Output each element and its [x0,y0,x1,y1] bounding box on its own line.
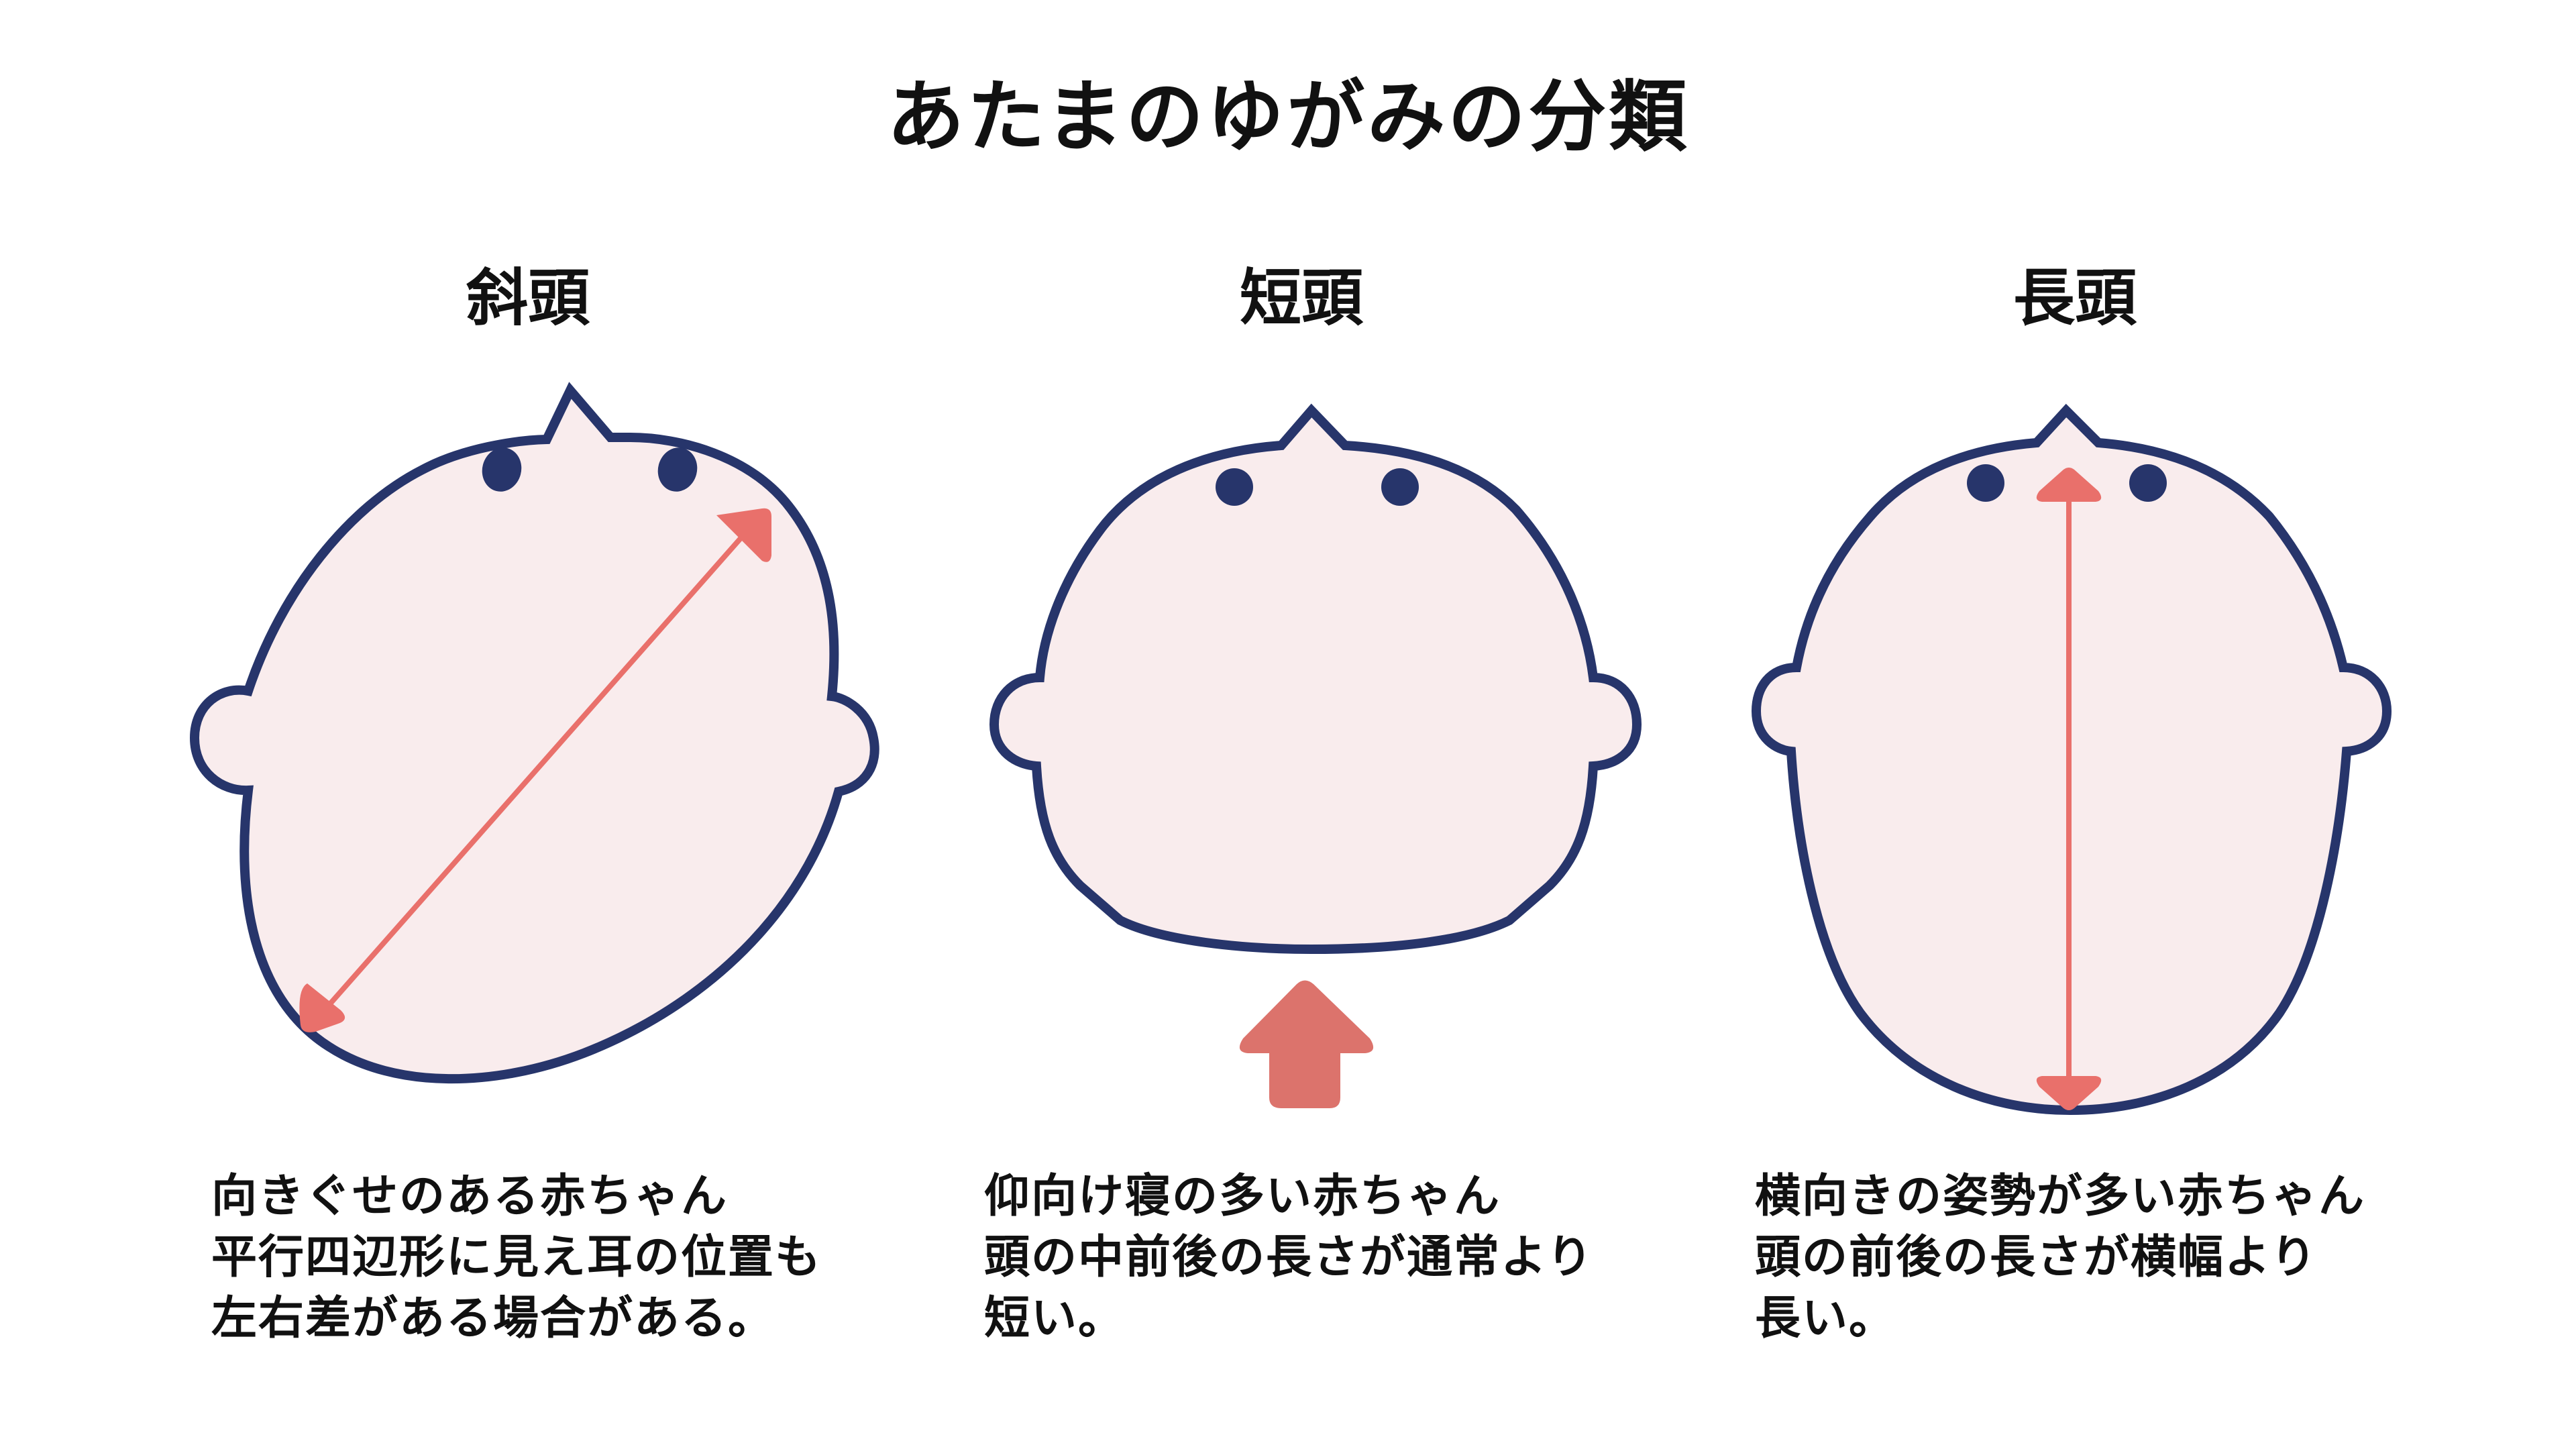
description-line: 短い。 [984,1292,1126,1345]
right-eye-icon [2129,464,2167,502]
up-arrow-icon [1239,980,1374,1108]
left-eye-icon [1216,468,1253,506]
brachycephaly-figure [986,396,1650,1114]
heading-dolichocephaly: 長頭 [2012,262,2137,334]
vertical-double-arrow-icon [2036,468,2102,1110]
left-eye-icon [482,447,522,492]
right-eye-icon [657,447,698,492]
description-line: 向きぐせのある赤ちゃん [211,1170,729,1223]
plagiocephaly-head-illustration [189,382,879,1084]
description-line: 平行四辺形に見え耳の位置も [211,1231,822,1284]
description-line: 仰向け寝の多い赤ちゃん [984,1170,1501,1223]
dolichocephaly-description: 横向きの姿勢が多い赤ちゃん 頭の前後の長さが横幅より 長い。 [1755,1166,2365,1349]
description-line: 頭の前後の長さが横幅より [1755,1231,2318,1284]
page-title: あたまのゆがみの分類 [886,72,1690,162]
right-eye-icon [1381,468,1419,506]
diagonal-double-arrow-icon [299,508,771,1032]
plagiocephaly-figure [181,376,879,1087]
brachycephaly-description: 仰向け寝の多い赤ちゃん 頭の中前後の長さが通常より 短い。 [984,1166,1594,1349]
dolichocephaly-figure [1750,396,2394,1140]
heading-plagiocephaly: 斜頭 [466,262,590,334]
description-line: 長い。 [1755,1292,1896,1345]
left-eye-icon [1967,464,2004,502]
head-outline [189,382,879,1084]
heading-brachycephaly: 短頭 [1239,262,1363,334]
dolichocephaly-head-illustration [1751,403,2392,1116]
description-line: 頭の中前後の長さが通常より [984,1231,1594,1284]
description-line: 左右差がある場合がある。 [211,1292,775,1345]
description-line: 横向きの姿勢が多い赤ちゃん [1755,1170,2366,1223]
plagiocephaly-description: 向きぐせのある赤ちゃん 平行四辺形に見え耳の位置も 左右差がある場合がある。 [211,1166,822,1349]
head-outline [989,403,1642,955]
brachycephaly-head-illustration [989,403,1642,1108]
